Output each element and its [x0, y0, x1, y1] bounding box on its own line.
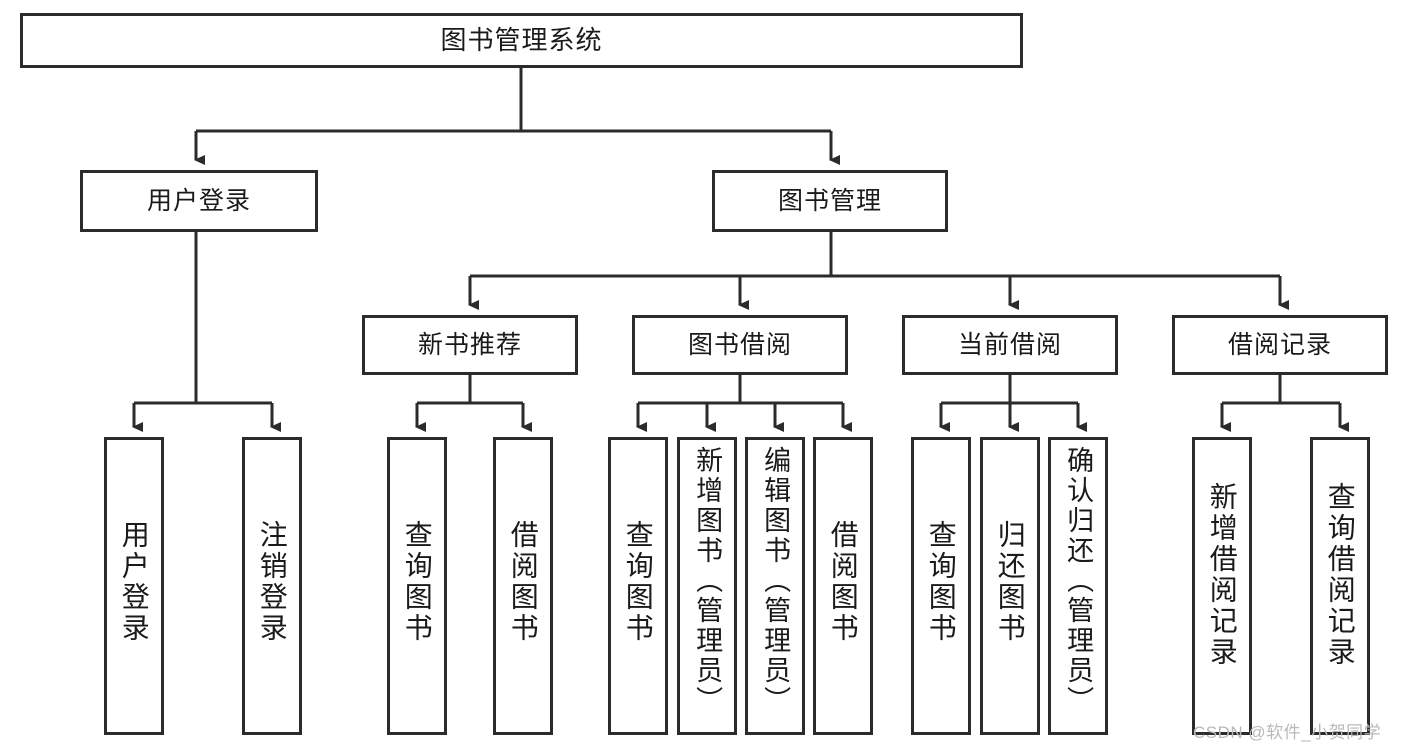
node-label: 借阅记录: [1227, 330, 1332, 359]
leaf-query-book-current[interactable]: 查询图书: [911, 437, 971, 735]
node-current-borrow[interactable]: 当前借阅: [902, 315, 1118, 375]
leaf-return-book[interactable]: 归还图书: [980, 437, 1040, 735]
leaf-add-book-admin[interactable]: 新增图书（管理员）: [677, 437, 737, 735]
leaf-user-login[interactable]: 用户登录: [104, 437, 164, 735]
node-label: 查询图书: [401, 520, 433, 644]
node-new-book-recommend[interactable]: 新书推荐: [362, 315, 578, 375]
node-label: 查询图书: [925, 520, 957, 644]
node-label: 图书借阅: [687, 330, 792, 359]
node-label: 新增借阅记录: [1206, 482, 1238, 668]
node-label: 当前借阅: [957, 330, 1062, 359]
node-label: 借阅图书: [827, 520, 859, 644]
node-label: 查询借阅记录: [1324, 482, 1356, 668]
csdn-watermark: CSDN @软件_小贺同学: [1193, 723, 1382, 742]
node-book-manage[interactable]: 图书管理: [712, 170, 948, 232]
leaf-add-borrow-record[interactable]: 新增借阅记录: [1192, 437, 1252, 735]
leaf-user-logout[interactable]: 注销登录: [242, 437, 302, 735]
leaf-query-book-borrow[interactable]: 查询图书: [608, 437, 668, 735]
leaf-edit-book-admin[interactable]: 编辑图书（管理员）: [745, 437, 805, 735]
node-label: 注销登录: [256, 520, 288, 644]
node-label: 图书管理系统: [440, 24, 603, 55]
node-user-login[interactable]: 用户登录: [80, 170, 318, 232]
node-root-book-management-system[interactable]: 图书管理系统: [20, 13, 1023, 68]
node-borrow-record[interactable]: 借阅记录: [1172, 315, 1388, 375]
node-label: 图书管理: [777, 186, 882, 215]
node-label: 新增图书（管理员）: [692, 446, 723, 716]
leaf-borrow-book-recommend[interactable]: 借阅图书: [493, 437, 553, 735]
node-label: 用户登录: [146, 186, 251, 215]
leaf-borrow-book-borrow[interactable]: 借阅图书: [813, 437, 873, 735]
leaf-confirm-return-admin[interactable]: 确认归还（管理员）: [1048, 437, 1108, 735]
node-label: 编辑图书（管理员）: [760, 446, 791, 716]
node-book-borrow[interactable]: 图书借阅: [632, 315, 848, 375]
node-label: 借阅图书: [507, 520, 539, 644]
leaf-query-borrow-record[interactable]: 查询借阅记录: [1310, 437, 1370, 735]
leaf-query-book-recommend[interactable]: 查询图书: [387, 437, 447, 735]
node-label: 确认归还（管理员）: [1063, 446, 1094, 716]
node-label: 查询图书: [622, 520, 654, 644]
node-label: 用户登录: [118, 520, 150, 644]
node-label: 归还图书: [994, 520, 1026, 644]
node-label: 新书推荐: [417, 330, 522, 359]
